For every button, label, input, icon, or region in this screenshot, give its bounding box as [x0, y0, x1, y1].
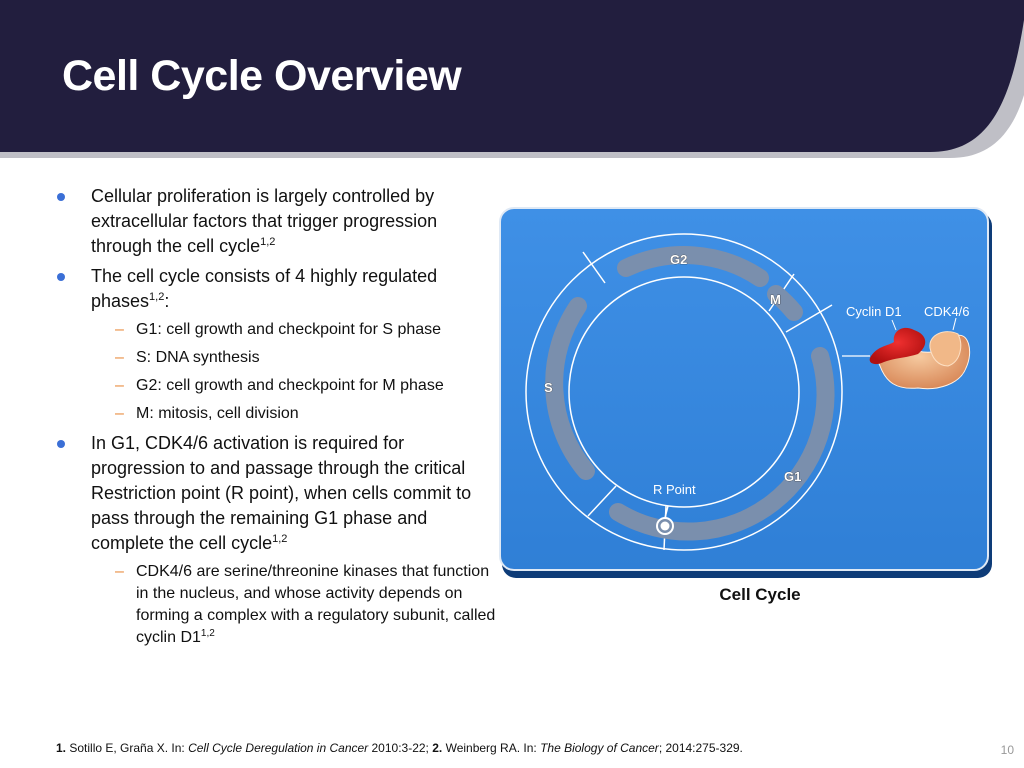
- sub-bullet-item: –CDK4/6 are serine/threonine kinases tha…: [115, 563, 496, 646]
- slide-header: Cell Cycle Overview: [0, 0, 1024, 165]
- sub-bullet-item: –G2: cell growth and checkpoint for M ph…: [52, 375, 502, 397]
- dash-icon: –: [115, 321, 124, 338]
- header-banner-shape: [0, 0, 1024, 158]
- m-arc: [767, 285, 803, 321]
- dash-icon: –: [115, 349, 124, 366]
- diagram-caption: Cell Cycle: [719, 585, 801, 604]
- dash-icon: –: [115, 563, 124, 580]
- bullet-dot-icon: [57, 273, 65, 281]
- diagram-panel: [499, 207, 989, 571]
- references-footer: 1. Sotillo E, Graña X. In: Cell Cycle De…: [56, 741, 743, 755]
- sub-bullet-item: –M: mitosis, cell division: [52, 403, 502, 425]
- page-title: Cell Cycle Overview: [62, 52, 462, 100]
- sub-bullet-item: –S: DNA synthesis: [52, 347, 502, 369]
- r-point-label: R Point: [653, 482, 696, 497]
- sub-bullet-item: –G1: cell growth and checkpoint for S ph…: [52, 319, 502, 341]
- bullet-dot-icon: [57, 193, 65, 201]
- bullet-item: The cell cycle consists of 4 highly regu…: [52, 264, 502, 314]
- dash-icon: –: [115, 377, 124, 394]
- bullet-dot-icon: [57, 440, 65, 448]
- bullet-item: In G1, CDK4/6 activation is required for…: [52, 431, 502, 556]
- bullet-item: Cellular proliferation is largely contro…: [52, 184, 502, 259]
- dash-icon: –: [115, 405, 124, 422]
- g1-label: G1: [784, 469, 801, 484]
- cdk46-label: CDK4/6: [924, 304, 970, 319]
- g2-label: G2: [670, 252, 687, 267]
- bullet-list: Cellular proliferation is largely contro…: [52, 184, 502, 655]
- s-label: S: [544, 380, 553, 395]
- cell-cycle-diagram: G2 M S G1 R Point Cyclin D1 CDK4/6: [498, 206, 994, 582]
- page-number: 10: [1000, 743, 1014, 757]
- cyclin-cdk-complex: [869, 317, 971, 390]
- m-label: M: [770, 292, 781, 307]
- s-arc: [545, 297, 595, 480]
- g2-arc: [617, 246, 769, 287]
- cyclin-d1-label: Cyclin D1: [846, 304, 902, 319]
